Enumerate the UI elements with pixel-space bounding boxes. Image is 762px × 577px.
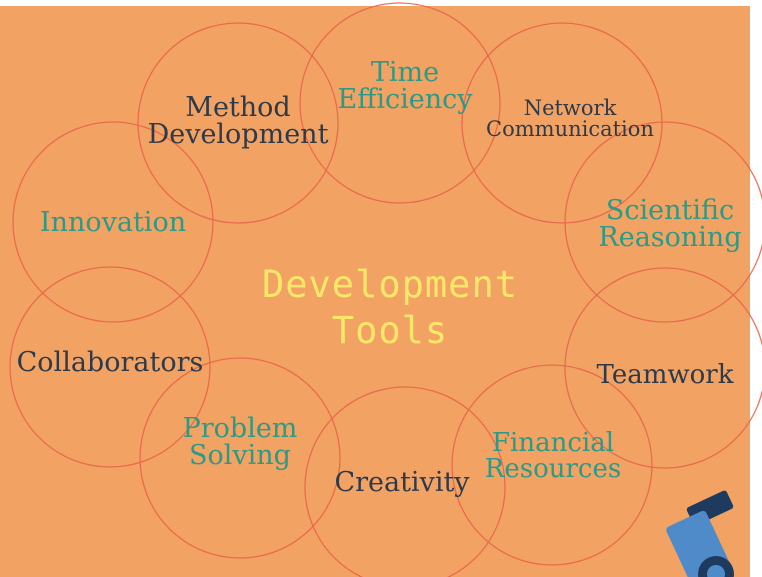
label-method-development: Method Development — [147, 92, 329, 150]
diagram-title: Development Tools — [150, 262, 630, 354]
label-creativity: Creativity — [334, 467, 470, 498]
circle-innovation — [12, 121, 214, 323]
circle-creativity — [304, 386, 506, 577]
label-collaborators: Collaborators — [16, 347, 204, 378]
label-scientific-reasoning: Scientific Reasoning — [598, 195, 742, 253]
label-network-communication: Network Communication — [486, 96, 654, 141]
label-innovation: Innovation — [39, 207, 187, 238]
orange-panel — [0, 6, 750, 577]
circle-network-communication — [461, 22, 663, 224]
circle-method-development — [137, 22, 339, 224]
microscope-icon — [666, 490, 734, 577]
label-financial-resources: Financial Resources — [484, 428, 622, 484]
circle-time-efficiency — [299, 2, 501, 204]
circle-problem-solving — [139, 357, 341, 559]
label-problem-solving: Problem Solving — [182, 413, 298, 471]
circle-collaborators — [9, 266, 211, 468]
circle-financial-resources — [451, 364, 653, 566]
title-line-2: Tools — [331, 309, 449, 352]
circle-teamwork — [564, 267, 762, 469]
circle-scientific-reasoning — [564, 121, 762, 323]
title-line-1: Development — [261, 263, 519, 306]
label-time-efficiency: Time Efficiency — [337, 57, 473, 115]
label-teamwork: Teamwork — [596, 360, 734, 390]
